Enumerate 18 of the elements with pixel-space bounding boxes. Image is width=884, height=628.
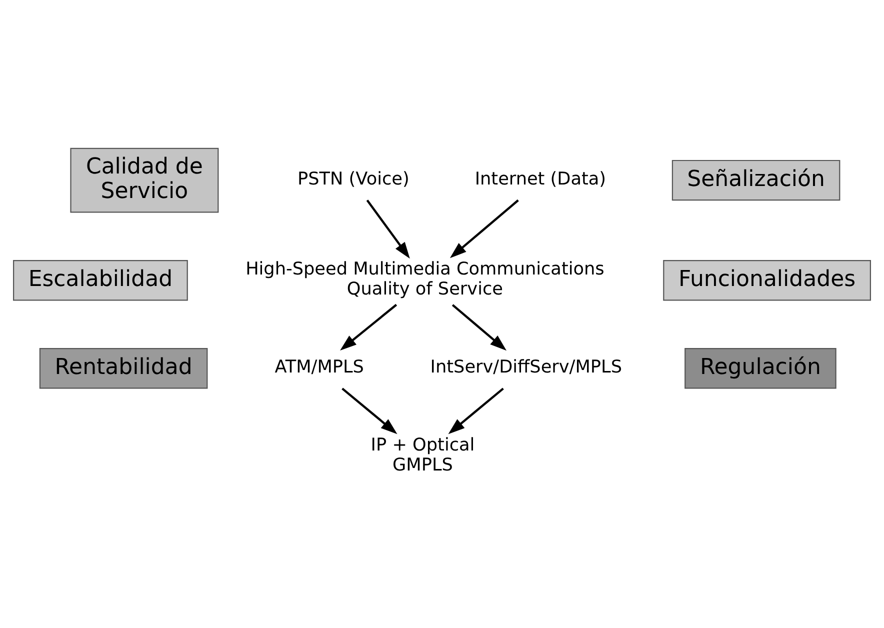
arrow <box>340 303 398 350</box>
arrow <box>366 199 410 258</box>
arrow <box>448 387 504 434</box>
node-box: Escalabilidad <box>13 260 188 300</box>
node-text: Internet (Data) <box>474 168 606 189</box>
arrow <box>342 387 398 434</box>
arrow <box>450 198 519 258</box>
node-text: ATM/MPLS <box>274 357 364 378</box>
arrow <box>452 304 507 350</box>
node-box: Funcionalidades <box>663 260 871 300</box>
node-box: Calidad de Servicio <box>70 147 219 212</box>
node-text: IntServ/DiffServ/MPLS <box>430 357 622 378</box>
node-box: Rentabilidad <box>39 348 208 388</box>
node-text: IP + Optical GMPLS <box>370 435 475 475</box>
node-text: PSTN (Voice) <box>298 168 410 189</box>
node-box: Señalización <box>672 159 840 200</box>
node-box: Regulación <box>684 348 836 388</box>
node-text: High-Speed Multimedia Communications Quality of Service <box>246 259 604 299</box>
